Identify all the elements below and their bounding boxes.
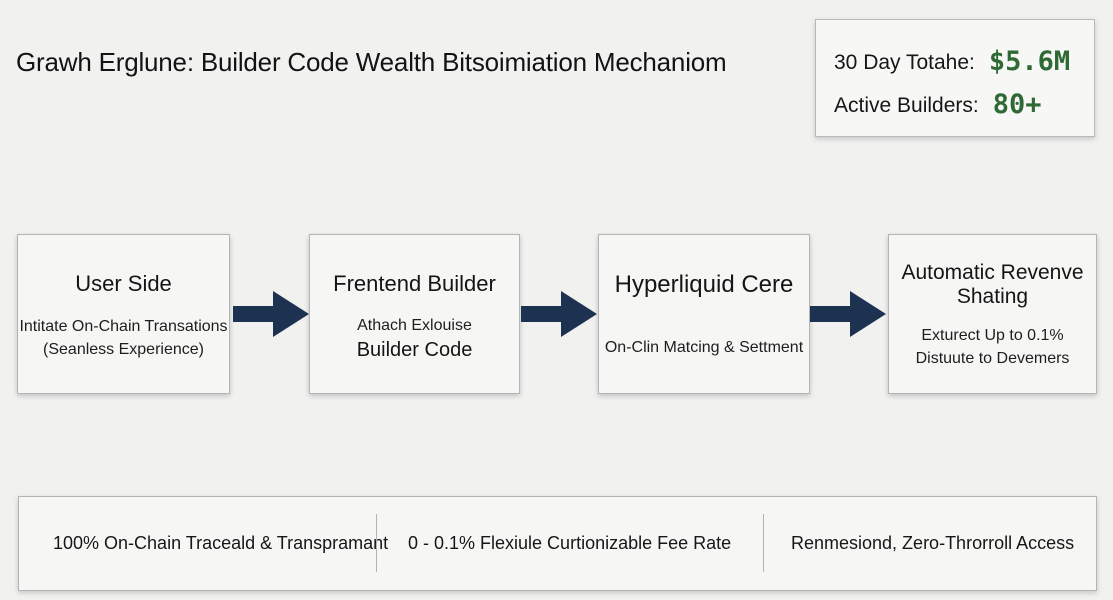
- step-desc-line: On-Clin Matcing & Settment: [604, 339, 804, 356]
- feature-access: Renmesiond, Zero-Throrroll Access: [791, 533, 1075, 553]
- step-title: Frentend Builder: [333, 271, 496, 296]
- arrow-right-icon: [810, 291, 886, 337]
- arrow-right-icon: [521, 291, 597, 337]
- step-description: On-Clin Matcing & Settment: [599, 336, 809, 359]
- step-frontend-builder: Frentend Builder Athach Exlouise Builder…: [309, 234, 520, 394]
- step-desc-line: Exturect Up to 0.1%: [921, 327, 1064, 344]
- total-stat-row: 30 Day Totahe: $5.6M: [834, 45, 1071, 77]
- step-description: Exturect Up to 0.1% Distuute to Devemers: [889, 324, 1096, 370]
- feature-fee-rate: 0 - 0.1% Flexiule Curtionizable Fee Rate: [408, 533, 732, 553]
- step-desc-line: Athach Exlouise: [357, 317, 472, 334]
- builders-stat-row: Active Builders: 80+: [834, 88, 1042, 120]
- features-bar: 100% On-Chain Traceald & Transpramant 0 …: [18, 496, 1097, 591]
- step-title: Automatic Revenve Shating: [889, 261, 1096, 309]
- divider: [376, 514, 377, 572]
- step-user-side: User Side Intitate On-Chain Transations …: [17, 234, 230, 394]
- step-title-line: Shating: [956, 285, 1029, 308]
- step-revenue-sharing: Automatic Revenve Shating Exturect Up to…: [888, 234, 1097, 394]
- step-desc-line: Distuute to Devemers: [915, 350, 1070, 367]
- page-title: Grawh Erglune: Builder Code Wealth Bitso…: [16, 47, 727, 77]
- step-title: Hyperliquid Cere: [614, 271, 794, 298]
- arrow-right-icon: [233, 291, 309, 337]
- step-description: Intitate On-Chain Transations (Seanless …: [18, 315, 229, 361]
- step-desc-line: Intitate On-Chain Transations: [19, 318, 228, 335]
- divider: [763, 514, 764, 572]
- step-desc-line: (Seanless Experience): [43, 341, 204, 358]
- step-title: User Side: [75, 271, 172, 296]
- builders-value: 80+: [992, 89, 1042, 120]
- stats-card: 30 Day Totahe: $5.6M Active Builders: 80…: [815, 19, 1095, 137]
- builders-label: Active Builders:: [834, 94, 979, 117]
- total-value: $5.6M: [988, 46, 1071, 77]
- step-hyperliquid-core: Hyperliquid Cere On-Clin Matcing & Settm…: [598, 234, 810, 394]
- feature-traceable: 100% On-Chain Traceald & Transpramant: [53, 533, 389, 553]
- total-label: 30 Day Totahe:: [834, 51, 975, 74]
- step-description: Athach Exlouise Builder Code: [310, 314, 519, 364]
- step-title-line: Automatic Revenve: [901, 261, 1084, 284]
- step-desc-emphasis: Builder Code: [356, 339, 473, 361]
